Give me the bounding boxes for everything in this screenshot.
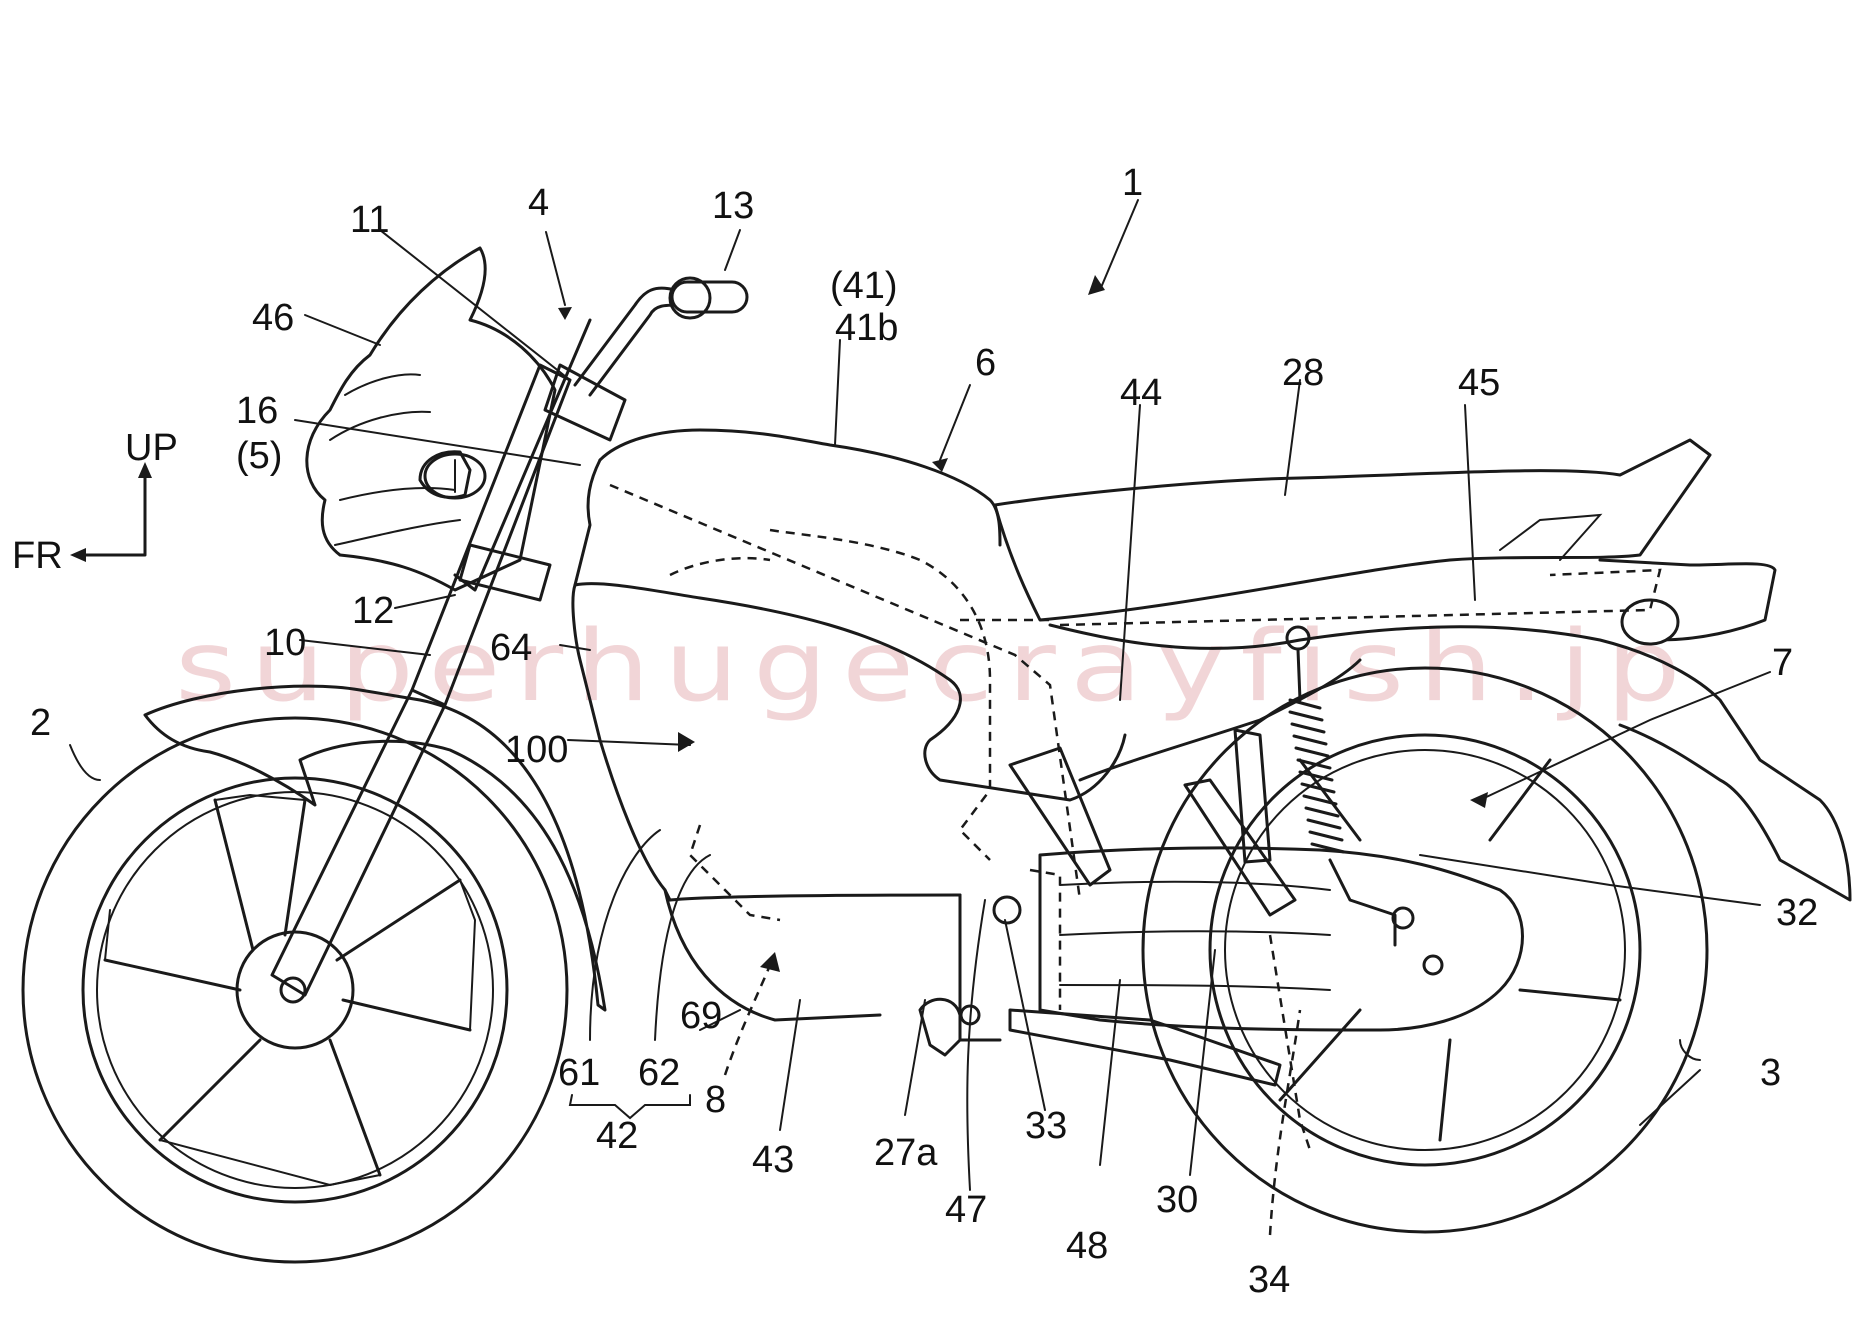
stand bbox=[1008, 1008, 1282, 1087]
front-wheel bbox=[21, 716, 569, 1264]
ref-label-41b: 41b bbox=[835, 307, 898, 349]
ref-label-1: 1 bbox=[1122, 162, 1143, 204]
front-fender bbox=[143, 684, 607, 1012]
ref-label-4: 4 bbox=[528, 182, 549, 224]
ref-label-61: 61 bbox=[558, 1052, 600, 1094]
footrest bbox=[918, 997, 962, 1057]
ref-label-32: 32 bbox=[1776, 892, 1818, 934]
ref-label-34: 34 bbox=[1248, 1259, 1290, 1301]
rear-shock bbox=[1285, 625, 1415, 947]
ref-label-47: 47 bbox=[945, 1189, 987, 1231]
ref-label-7: 7 bbox=[1772, 642, 1793, 684]
ref-label-33: 33 bbox=[1025, 1105, 1067, 1147]
ref-label-46: 46 bbox=[252, 297, 294, 339]
ref-label-45: 45 bbox=[1458, 362, 1500, 404]
ref-label-16: 16 bbox=[236, 390, 278, 432]
direction-label-up: UP bbox=[125, 427, 178, 469]
leader-lines bbox=[69, 199, 1771, 1236]
ref-label-27a: 27a bbox=[874, 1132, 938, 1174]
hidden-lines bbox=[609, 483, 1662, 1151]
ref-label-5: (5) bbox=[236, 435, 282, 477]
ref-label-42: 42 bbox=[596, 1115, 638, 1157]
orientation-indicator bbox=[70, 462, 152, 562]
ref-label-11: 11 bbox=[350, 199, 389, 241]
handlebar bbox=[458, 276, 749, 602]
ref-label-2: 2 bbox=[30, 702, 51, 744]
ref-label-13: 13 bbox=[712, 185, 754, 227]
ref-label-10: 10 bbox=[264, 622, 306, 664]
ref-label-48: 48 bbox=[1066, 1225, 1108, 1267]
ref-label-12: 12 bbox=[352, 590, 394, 632]
rear-wheel bbox=[1141, 666, 1709, 1234]
seat bbox=[993, 438, 1777, 642]
ref-label-8: 8 bbox=[705, 1079, 726, 1121]
ref-label-44: 44 bbox=[1120, 372, 1162, 414]
ref-label-69: 69 bbox=[680, 995, 722, 1037]
ref-label-28: 28 bbox=[1282, 352, 1324, 394]
pivot-bolt bbox=[992, 895, 1022, 925]
ref-label-41: (41) bbox=[830, 265, 898, 307]
direction-label-front: FR bbox=[12, 535, 63, 577]
swing-arm bbox=[1008, 728, 1524, 1032]
ref-label-30: 30 bbox=[1156, 1179, 1198, 1221]
headlight-cowl bbox=[305, 246, 557, 592]
ref-label-100: 100 bbox=[505, 729, 568, 771]
ref-label-6: 6 bbox=[975, 342, 996, 384]
tank-cover bbox=[571, 428, 1127, 1042]
ref-label-3: 3 bbox=[1760, 1052, 1781, 1094]
ref-label-43: 43 bbox=[752, 1139, 794, 1181]
ref-label-62: 62 bbox=[638, 1052, 680, 1094]
ref-label-64: 64 bbox=[490, 627, 532, 669]
